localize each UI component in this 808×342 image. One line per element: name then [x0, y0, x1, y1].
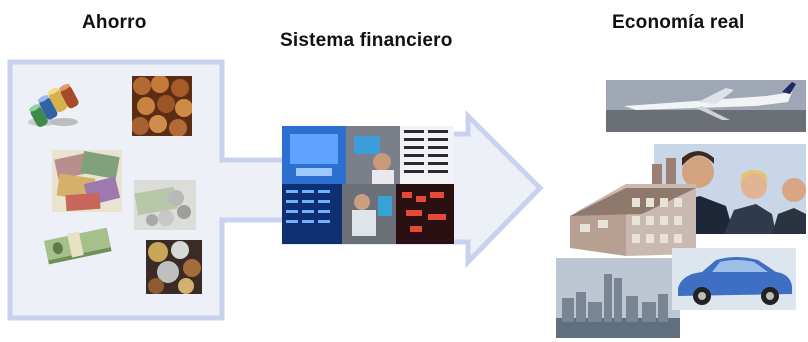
- dollar-bundle-image: [43, 227, 112, 265]
- banknote-pile-image: [52, 150, 122, 212]
- car-image: [672, 248, 796, 310]
- financial-system-label: Sistema financiero: [280, 30, 453, 51]
- savings-label: Ahorro: [82, 12, 147, 33]
- pennies-image: [132, 76, 192, 136]
- airplane-image: [606, 80, 806, 132]
- dollars-and-coins-image: [134, 180, 196, 230]
- foreign-coins-image: [146, 240, 202, 294]
- real-economy-label: Economía real: [612, 12, 745, 33]
- factory-image: [570, 158, 696, 256]
- city-skyline-image: [556, 258, 680, 338]
- financial-system-collage: [282, 126, 454, 244]
- coin-rolls-image: [28, 84, 79, 127]
